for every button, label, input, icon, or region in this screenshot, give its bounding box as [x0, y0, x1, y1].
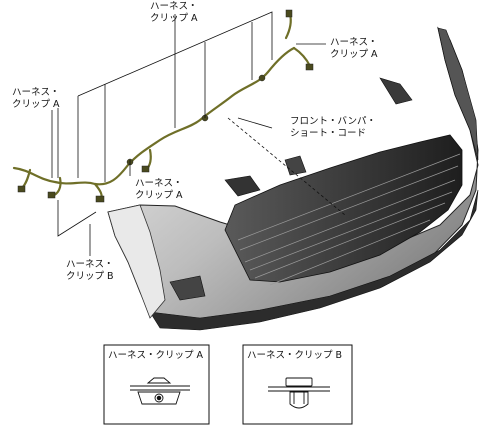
svg-text:ハーネス・: ハーネス・	[150, 1, 198, 12]
label-clip-a-right: ハーネス・ クリップ A	[330, 37, 378, 60]
svg-text:ハーネス・: ハーネス・	[135, 178, 183, 189]
svg-text:ハーネス・: ハーネス・	[66, 259, 114, 270]
label-short-cord: フロント・バンパ・ ショート・コード	[290, 116, 376, 139]
label-clip-a-mid: ハーネス・ クリップ A	[135, 178, 183, 201]
detail-box-clip-a: ハーネス・クリップ A	[103, 344, 210, 425]
svg-text:クリップ A: クリップ A	[12, 99, 60, 110]
svg-text:ハーネス・クリップ B: ハーネス・クリップ B	[247, 350, 342, 361]
label-clip-a-top: ハーネス・ クリップ A	[150, 1, 198, 24]
svg-text:ショート・コード: ショート・コード	[290, 128, 366, 139]
leader-lines	[51, 11, 346, 256]
front-bumper	[107, 26, 479, 331]
harness-connectors	[17, 9, 314, 203]
svg-text:フロント・バンパ・: フロント・バンパ・	[290, 116, 376, 127]
svg-text:クリップ B: クリップ B	[66, 271, 114, 282]
svg-text:ハーネス・: ハーネス・	[12, 87, 60, 98]
svg-text:クリップ A: クリップ A	[330, 49, 378, 60]
svg-text:ハーネス・クリップ A: ハーネス・クリップ A	[108, 350, 204, 361]
label-clip-a-left: ハーネス・ クリップ A	[12, 87, 60, 110]
detail-box-clip-b: ハーネス・クリップ B	[242, 344, 353, 425]
clip-a-icon	[130, 377, 190, 405]
svg-text:クリップ A: クリップ A	[150, 13, 198, 24]
svg-text:クリップ A: クリップ A	[135, 190, 183, 201]
clip-b-icon	[268, 377, 330, 409]
label-clip-b: ハーネス・ クリップ B	[66, 259, 114, 282]
svg-text:ハーネス・: ハーネス・	[330, 37, 378, 48]
